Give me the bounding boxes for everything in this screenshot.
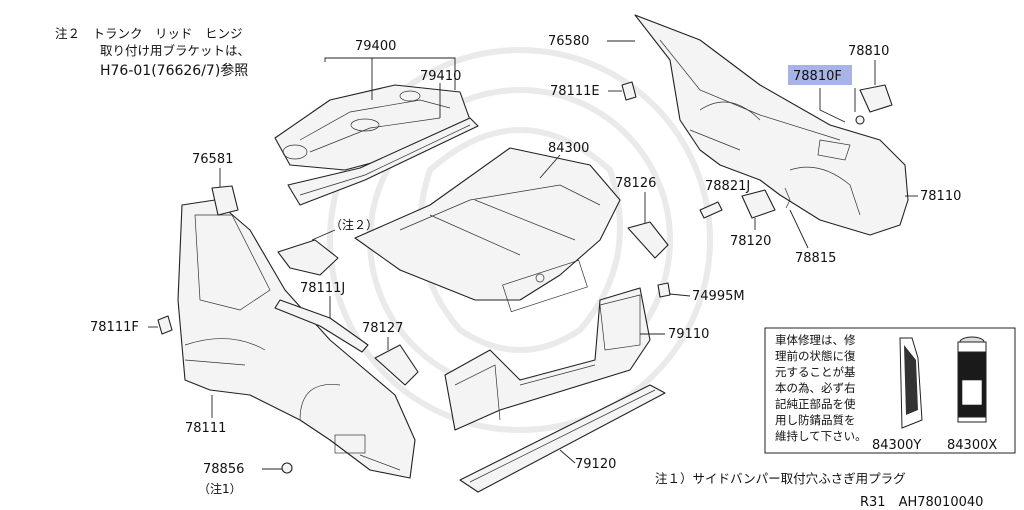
repair-line-4: 本の為、必ず右: [775, 381, 856, 395]
repair-line-7: 維持して下さい。: [775, 429, 867, 443]
label-79110: 79110: [668, 327, 709, 342]
plug-78856: [281, 462, 293, 474]
trunk-lid: [354, 147, 621, 313]
spray-can-84300X: [957, 336, 987, 423]
label-78815: 78815: [795, 251, 836, 266]
clip-78111E: [621, 81, 637, 101]
label-79400: 79400: [355, 39, 396, 54]
right-quarter-panel: [634, 14, 909, 236]
label-76581: 76581: [192, 152, 233, 167]
label-78111E: 78111E: [550, 84, 600, 99]
highlight-78810F: [788, 65, 852, 85]
repair-line-6: 用し防錆品質を: [775, 413, 856, 427]
rear-parcel-shelf: [274, 84, 479, 206]
part-78821J: [699, 201, 723, 219]
label-78810F: 78810F: [793, 69, 842, 84]
note2-line1: 注２ トランク リッド ヒンジ: [55, 26, 243, 41]
repair-line-1: 車体修理は、修: [775, 333, 856, 347]
label-84300X: 84300X: [947, 438, 997, 453]
callout-note2: （注２）: [330, 217, 378, 232]
label-78127: 78127: [362, 321, 403, 336]
strip-78111J: [274, 299, 369, 353]
grommet-74995M: [657, 282, 671, 298]
hinge-bracket: [277, 239, 339, 276]
repair-line-2: 理前の状態に復: [775, 349, 856, 363]
label-76580: 76580: [548, 34, 589, 49]
bracket-78127: [374, 344, 419, 386]
label-74995M: 74995M: [692, 289, 745, 304]
label-79120: 79120: [575, 457, 616, 472]
fuel-lid-78810: [859, 84, 893, 113]
label-78111J: 78111J: [300, 281, 345, 296]
fuel-lid-spring: [855, 115, 865, 125]
label-78111F: 78111F: [90, 320, 139, 335]
bracket-78126: [627, 221, 669, 259]
bracket-78120: [741, 189, 776, 219]
diagram-code: R31 AH78010040: [860, 495, 983, 510]
label-84300: 84300: [548, 141, 589, 156]
left-quarter-panel: [177, 199, 416, 479]
sealant-tube-84300Y: [899, 337, 923, 429]
bracket-76581: [211, 185, 239, 216]
repair-line-3: 元することが基: [775, 365, 856, 379]
label-78110: 78110: [920, 189, 961, 204]
label-79410: 79410: [420, 69, 461, 84]
clip-78111F: [157, 315, 173, 335]
label-84300Y: 84300Y: [872, 438, 921, 453]
note2-line3: H76-01(76626/7)参照: [100, 62, 248, 79]
rear-member: [459, 384, 666, 493]
label-78126: 78126: [615, 176, 656, 191]
callout-note1: （注1）: [198, 481, 242, 496]
rear-back-panel: [444, 287, 651, 431]
note2-line2: 取り付け用ブラケットは、: [100, 43, 250, 58]
label-78810: 78810: [848, 44, 889, 59]
label-78856: 78856: [203, 462, 244, 477]
label-78120: 78120: [730, 234, 771, 249]
footnote-1: 注１）サイドバンパー取付穴ふさぎ用プラグ: [655, 471, 906, 486]
clip-78815: [784, 187, 791, 209]
repair-line-5: 記純正部品を使: [775, 397, 856, 411]
label-78821J: 78821J: [705, 179, 750, 194]
label-78111: 78111: [185, 421, 226, 436]
